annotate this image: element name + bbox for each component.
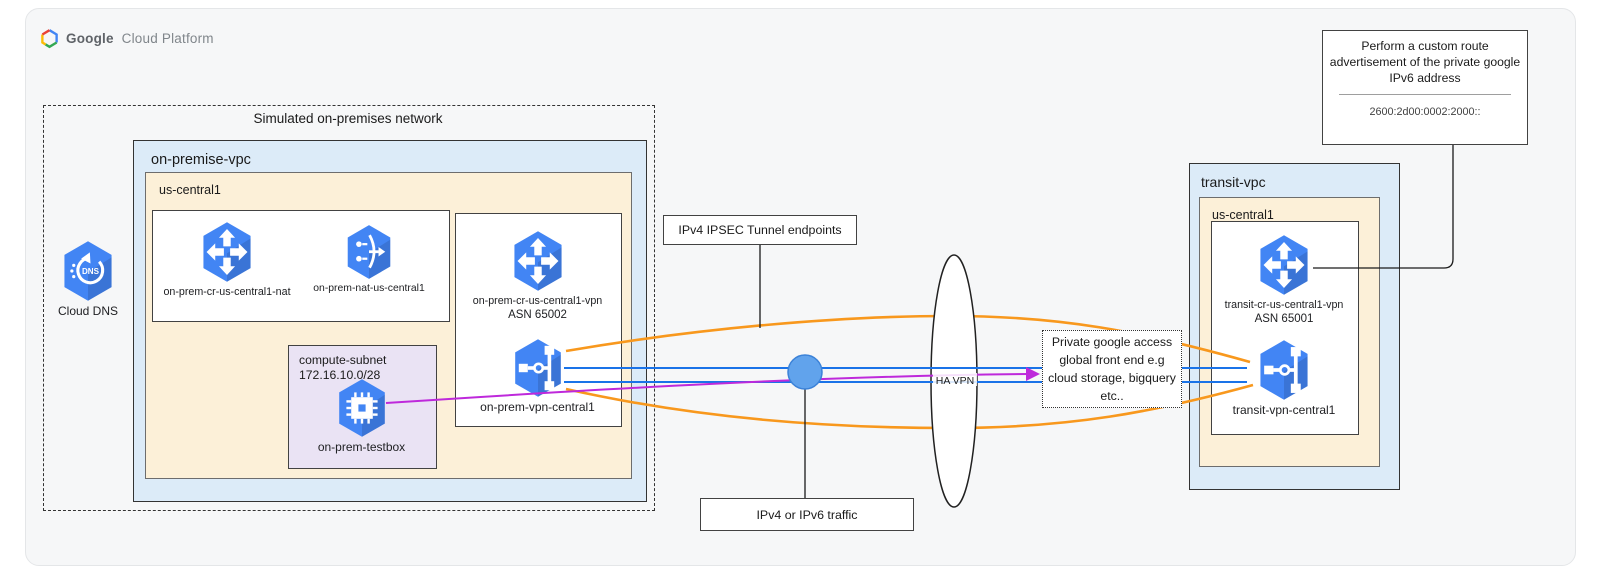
- cloud-dns-label: Cloud DNS: [57, 304, 119, 318]
- onprem-testbox-node: on-prem-testbox: [288, 378, 435, 454]
- onprem-region-label: us-central1: [159, 183, 221, 197]
- cloud-router-icon: [513, 231, 562, 291]
- simulated-onprem-container: [43, 105, 655, 511]
- transit-router-vpn-label: transit-cr-us-central1-vpn: [1224, 299, 1344, 311]
- onprem-testbox-label: on-prem-testbox: [317, 440, 406, 454]
- compute-subnet-name: compute-subnet: [299, 353, 387, 367]
- onprem-vpc-label: on-premise-vpc: [151, 152, 251, 168]
- callout-line-3: IPv6 address: [1389, 71, 1461, 85]
- gcp-logo-text: Google Cloud Platform: [66, 31, 214, 46]
- cloud-router-icon: [1260, 235, 1308, 295]
- onprem-router-nat-node: on-prem-cr-us-central1-nat: [152, 221, 302, 299]
- onprem-vpn-gateway-label: on-prem-vpn-central1: [480, 400, 595, 414]
- compute-engine-icon: [338, 379, 385, 437]
- gcp-logo: Google Cloud Platform: [40, 28, 214, 49]
- logo-cloud-platform: Cloud Platform: [121, 31, 214, 46]
- transit-region-label: us-central1: [1212, 208, 1274, 222]
- compute-subnet-title: compute-subnet 172.16.10.0/28: [299, 353, 386, 383]
- transit-vpc-label: transit-vpc: [1201, 174, 1266, 190]
- dns-glyph-text: DNS: [82, 267, 100, 276]
- cloud-vpn-icon: [514, 339, 561, 397]
- private-access-line-2: global front end e.g: [1059, 353, 1165, 367]
- transit-router-vpn-asn: ASN 65001: [1254, 312, 1314, 325]
- private-access-line-4: etc..: [1100, 389, 1124, 403]
- private-access-line-3: cloud storage, bigquery: [1048, 371, 1176, 385]
- ipv4-ipv6-traffic-label: IPv4 or IPv6 traffic: [700, 498, 914, 531]
- callout-divider: [1339, 94, 1511, 95]
- callout-line-2: advertisement of the private google: [1329, 55, 1521, 69]
- onprem-router-vpn-label: on-prem-cr-us-central1-vpn: [472, 295, 603, 307]
- ipsec-tunnel-endpoints-label: IPv4 IPSEC Tunnel endpoints: [663, 215, 857, 245]
- onprem-nat-node: on-prem-nat-us-central1: [296, 224, 442, 296]
- onprem-router-vpn-node: on-prem-cr-us-central1-vpn ASN 65002: [455, 230, 620, 321]
- callout-ipv6-address: 2600:2d00:0002:2000::: [1369, 106, 1481, 118]
- onprem-router-nat-label: on-prem-cr-us-central1-nat: [163, 286, 291, 298]
- gcp-hexagon-logo-icon: [41, 29, 58, 49]
- compute-subnet-cidr: 172.16.10.0/28: [299, 368, 381, 382]
- cloud-dns-node: DNS Cloud DNS: [38, 240, 138, 318]
- onprem-nat-group-box: [152, 210, 450, 322]
- transit-vpn-gateway-label: transit-vpn-central1: [1232, 403, 1336, 417]
- cloud-dns-icon: DNS: [64, 241, 112, 301]
- onprem-nat-label: on-prem-nat-us-central1: [313, 283, 425, 294]
- transit-vpn-gateway-node: transit-vpn-central1: [1211, 339, 1357, 417]
- simulated-onprem-label: Simulated on-premises network: [253, 111, 443, 126]
- logo-google: Google: [66, 31, 114, 46]
- onprem-router-vpn-asn: ASN 65002: [508, 308, 567, 321]
- private-access-line-1: Private google access: [1051, 335, 1173, 349]
- cloud-router-icon: [203, 222, 251, 282]
- cloud-nat-icon: [347, 225, 391, 279]
- onprem-vpn-gateway-node: on-prem-vpn-central1: [455, 338, 620, 414]
- callout-line-1: Perform a custom route: [1361, 39, 1489, 53]
- private-google-access-box: Private google access global front end e…: [1042, 330, 1182, 408]
- cloud-vpn-icon: [1260, 340, 1308, 400]
- transit-router-vpn-node: transit-cr-us-central1-vpn ASN 65001: [1211, 234, 1357, 325]
- custom-route-callout: Perform a custom route advertisement of …: [1322, 30, 1528, 145]
